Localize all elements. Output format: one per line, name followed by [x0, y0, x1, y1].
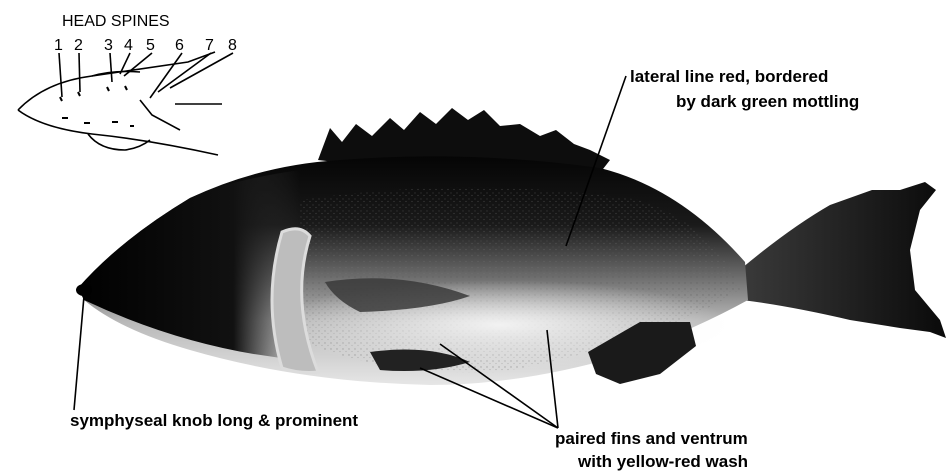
head-spines-inset: HEAD SPINES 1 2 3 4 5 6 7 8	[18, 13, 237, 155]
caudal-fin	[742, 182, 946, 338]
spine-number-5: 5	[146, 37, 155, 54]
spine-number-7: 7	[205, 37, 214, 54]
spine-number-labels: 1 2 3 4 5 6 7 8	[54, 37, 237, 54]
spine-tick-marks	[60, 86, 134, 126]
spine-number-2: 2	[74, 37, 83, 54]
label-paired-fins-line2: with yellow-red wash	[577, 452, 748, 471]
label-lateral-line-line1: lateral line red, bordered	[630, 67, 828, 86]
fish-head	[78, 170, 300, 360]
spine-number-6: 6	[175, 37, 184, 54]
spine-number-1: 1	[54, 37, 63, 54]
fish-illustration	[76, 108, 946, 385]
symphyseal-leader	[74, 296, 84, 410]
label-symphyseal-knob: symphyseal knob long & prominent	[70, 411, 358, 430]
spine-number-4: 4	[124, 37, 133, 54]
inset-title: HEAD SPINES	[62, 13, 170, 30]
spine-number-3: 3	[104, 37, 113, 54]
symphyseal-knob	[76, 284, 92, 296]
label-paired-fins-line1: paired fins and ventrum	[555, 429, 748, 448]
spine-number-8: 8	[228, 37, 237, 54]
label-lateral-line-line2: by dark green mottling	[676, 92, 859, 111]
spine-leader-lines	[59, 53, 233, 98]
